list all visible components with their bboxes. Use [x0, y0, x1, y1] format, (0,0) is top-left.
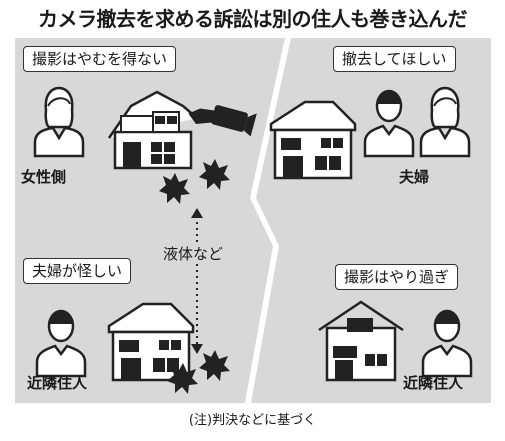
diagram-illustration — [15, 38, 491, 403]
speech-bubble-neighbor-left: 夫婦が怪しい — [23, 258, 132, 284]
speech-bubble-couple: 撤去してほしい — [333, 46, 456, 72]
diagram-panel: 撮影はやむを得ない 女性側 液体など 夫婦が怪しい 近隣住人 撤去してほしい 夫… — [15, 38, 491, 403]
footnote: (注)判決などに基づく — [188, 413, 317, 428]
label-neighbor-left: 近隣住人 — [27, 374, 88, 392]
diagram-title: カメラ撤去を求める訴訟は別の住人も巻き込んだ — [38, 7, 468, 31]
label-couple: 夫婦 — [399, 168, 430, 186]
label-woman-side: 女性側 — [21, 168, 67, 186]
label-neighbor-right: 近隣住人 — [403, 374, 464, 392]
label-liquid: 液体など — [161, 243, 226, 264]
speech-bubble-woman: 撮影はやむを得ない — [23, 46, 177, 72]
speech-bubble-neighbor-right: 撮影はやり過ぎ — [335, 264, 459, 290]
